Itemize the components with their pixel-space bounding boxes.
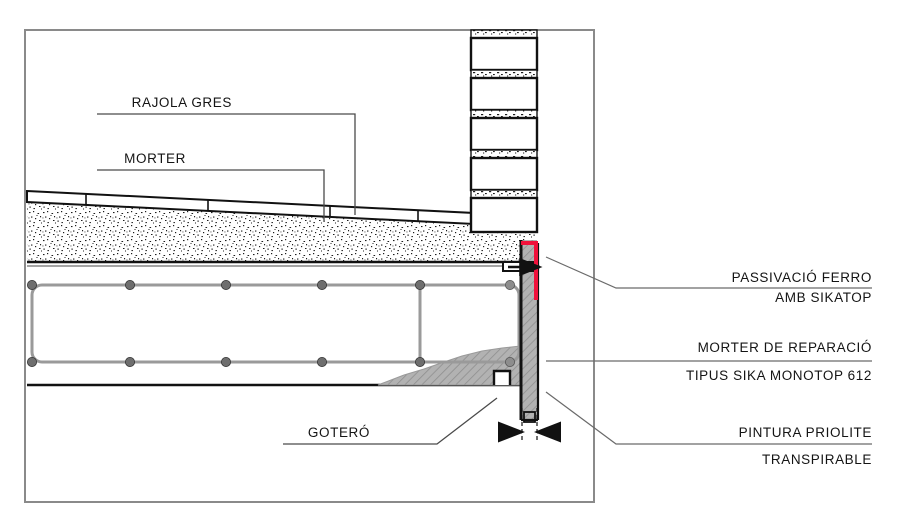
label-gotero-leader <box>283 397 498 445</box>
rebar-dot <box>316 279 327 290</box>
fascia-repair-fill <box>522 240 537 420</box>
drip-notch <box>492 369 512 385</box>
passivation-line <box>521 241 538 300</box>
rebar-dot <box>414 279 425 290</box>
rebar-dot <box>125 356 136 367</box>
rebar-dot <box>220 356 231 367</box>
label-pintura-priolite-line1: PINTURA PRIOLITE <box>739 425 872 440</box>
dimension-detail-box <box>523 411 536 423</box>
label-passivacio-ferro-line2: AMB SIKATOP <box>775 290 872 305</box>
dimension-arrow-top <box>502 257 543 277</box>
label-pintura-priolite-leader <box>545 391 872 445</box>
rebar-dot <box>26 279 37 290</box>
label-morter-reparacio[interactable]: MORTER DE REPARACIÓ TIPUS SIKA MONOTOP 6… <box>546 340 872 383</box>
label-morter-reparacio-line2: TIPUS SIKA MONOTOP 612 <box>686 368 872 383</box>
passivation-red-stroke <box>521 241 538 300</box>
rebar-dot <box>220 279 231 290</box>
masonry-block <box>469 76 539 112</box>
mortar-bed-fill <box>27 202 536 262</box>
label-morter-reparacio-line1: MORTER DE REPARACIÓ <box>698 340 872 355</box>
rebar-dot <box>316 356 327 367</box>
rebar-cage <box>26 279 521 367</box>
label-pintura-priolite-line2: TRANSPIRABLE <box>762 452 872 467</box>
label-rajola-gres-leader <box>97 113 356 215</box>
rebar-dots <box>26 279 515 367</box>
rebar-dot <box>125 279 136 290</box>
rebar-dot <box>26 356 37 367</box>
masonry-block <box>469 196 539 234</box>
dimension-arrow-bottom <box>498 408 561 443</box>
masonry-wall <box>469 29 539 234</box>
label-pintura-priolite[interactable]: PINTURA PRIOLITE TRANSPIRABLE <box>545 391 872 467</box>
label-rajola-gres-text: RAJOLA GRES <box>132 95 232 110</box>
rebar-dot <box>504 279 515 290</box>
label-morter-text: MORTER <box>124 151 186 166</box>
label-passivacio-ferro-line1: PASSIVACIÓ FERRO <box>732 270 872 285</box>
label-gotero[interactable]: GOTERÓ <box>283 397 498 445</box>
masonry-block <box>469 156 539 192</box>
masonry-block <box>469 116 539 152</box>
label-rajola-gres[interactable]: RAJOLA GRES <box>97 95 356 215</box>
label-passivacio-ferro-leader <box>545 256 872 289</box>
drawing-frame <box>24 29 595 503</box>
rebar-dot <box>414 356 425 367</box>
masonry-block <box>469 36 539 72</box>
label-gotero-text: GOTERÓ <box>308 425 370 440</box>
label-morter-leader <box>97 169 325 222</box>
label-passivacio-ferro[interactable]: PASSIVACIÓ FERRO AMB SIKATOP <box>545 256 872 305</box>
drip-notch-profile <box>492 369 512 385</box>
rebar-stirrup-outline <box>30 283 521 364</box>
label-morter[interactable]: MORTER <box>97 151 325 222</box>
rebar-dot <box>504 356 515 367</box>
